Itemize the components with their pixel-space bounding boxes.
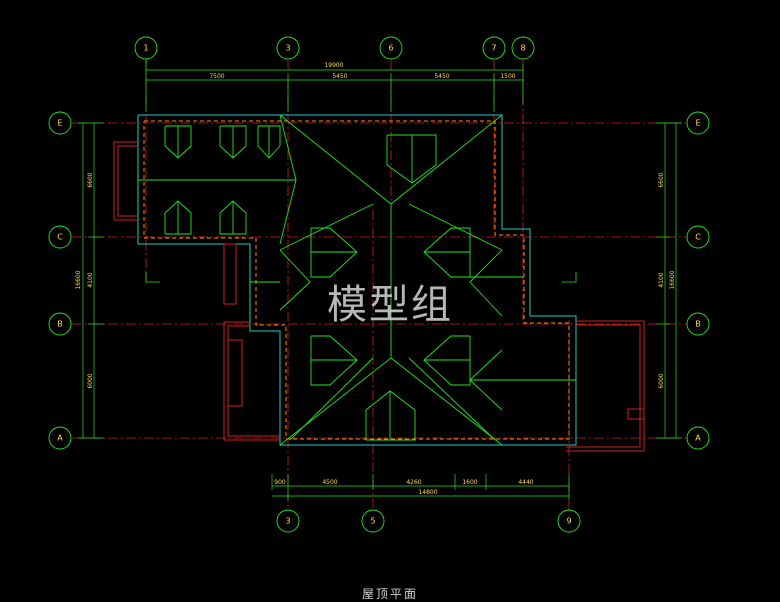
- axis-bubble-right: [686, 426, 710, 450]
- bottom-dimensions: [271, 474, 570, 500]
- dormer: [219, 125, 247, 159]
- corner-markers: [145, 272, 577, 283]
- axis-bubble-bottom: [557, 509, 581, 533]
- axis-label-bottom: 3: [285, 517, 290, 526]
- left-dim-segment: 6600: [87, 172, 94, 187]
- axis-label-left: B: [57, 320, 63, 329]
- dormer: [310, 227, 358, 278]
- axis-bubble-left: [48, 111, 72, 135]
- bottom-dim-segment: 4440: [518, 479, 533, 486]
- dormer: [164, 200, 192, 235]
- top-dimensions: [145, 64, 524, 112]
- right-dim-segment: 6600: [658, 172, 665, 187]
- left-dimensions: [78, 122, 104, 439]
- axis-label-left: C: [57, 233, 63, 242]
- bottom-dim-segment: 4260: [406, 479, 421, 486]
- axis-bubble-top: [482, 36, 506, 60]
- drawing-caption: 屋顶平面: [361, 587, 418, 601]
- left-dim-total: 16600: [75, 270, 82, 289]
- bottom-dim-total: 14800: [418, 489, 437, 496]
- axis-label-top: 1: [143, 44, 148, 53]
- axis-label-top: 3: [285, 44, 290, 53]
- axis-bubble-top: [379, 36, 403, 60]
- top-dim-segment: 1500: [500, 73, 515, 80]
- top-dim-segment: 5450: [332, 73, 347, 80]
- left-dim-segment: 4100: [87, 272, 94, 287]
- axis-bubbles: [48, 36, 710, 533]
- balcony-left-lower: [223, 321, 280, 441]
- bottom-dim-segment: 1600: [462, 479, 477, 486]
- eave-line: [143, 120, 570, 440]
- wall-outline: [137, 114, 577, 446]
- top-dim-segment: 5450: [434, 73, 449, 80]
- dormers: [164, 125, 471, 441]
- dormer: [310, 335, 358, 386]
- axis-bubble-top: [276, 36, 300, 60]
- balcony-right: [566, 320, 645, 452]
- axis-label-top: 7: [491, 44, 496, 53]
- dormer: [423, 227, 471, 278]
- axis-label-left: A: [57, 434, 63, 443]
- bottom-dim-segment: 4500: [322, 479, 337, 486]
- dormer: [219, 200, 247, 235]
- right-dim-segment: 6000: [658, 373, 665, 388]
- balcony-outlines: [113, 141, 645, 452]
- axis-label-bottom: 5: [370, 517, 375, 526]
- axis-bubble-left: [48, 225, 72, 249]
- axis-label-left: E: [57, 119, 62, 128]
- axis-label-right: C: [695, 233, 701, 242]
- axis-bubble-right: [686, 111, 710, 135]
- right-dim-segment: 4100: [658, 272, 665, 287]
- axis-bubble-right: [686, 225, 710, 249]
- axis-bubble-left: [48, 426, 72, 450]
- axis-bubble-bottom: [276, 509, 300, 533]
- dormer: [423, 335, 471, 386]
- balcony-left-upper: [113, 141, 138, 221]
- bottom-dim-segment: 900: [274, 479, 286, 486]
- axis-label-right: A: [695, 434, 701, 443]
- top-dim-total: 19900: [324, 62, 343, 69]
- axis-label-top: 6: [388, 44, 393, 53]
- axis-lines: [72, 60, 688, 510]
- top-dim-segment: 7500: [209, 73, 224, 80]
- axis-bubble-right: [686, 312, 710, 336]
- right-dimensions: [656, 122, 682, 439]
- roof-lines: [138, 114, 576, 446]
- dormer: [365, 390, 416, 441]
- dormer: [257, 125, 281, 159]
- axis-bubble-left: [48, 312, 72, 336]
- axis-label-right: B: [695, 320, 701, 329]
- axis-label-right: E: [695, 119, 700, 128]
- axis-label-bottom: 9: [566, 517, 571, 526]
- dormer: [164, 125, 192, 159]
- axis-bubble-top: [511, 36, 535, 60]
- axis-bubble-bottom: [361, 509, 385, 533]
- dormer: [386, 134, 437, 184]
- axis-bubble-top: [134, 36, 158, 60]
- axis-label-top: 8: [520, 44, 525, 53]
- right-dim-total: 16600: [669, 270, 676, 289]
- left-dim-segment: 6000: [87, 373, 94, 388]
